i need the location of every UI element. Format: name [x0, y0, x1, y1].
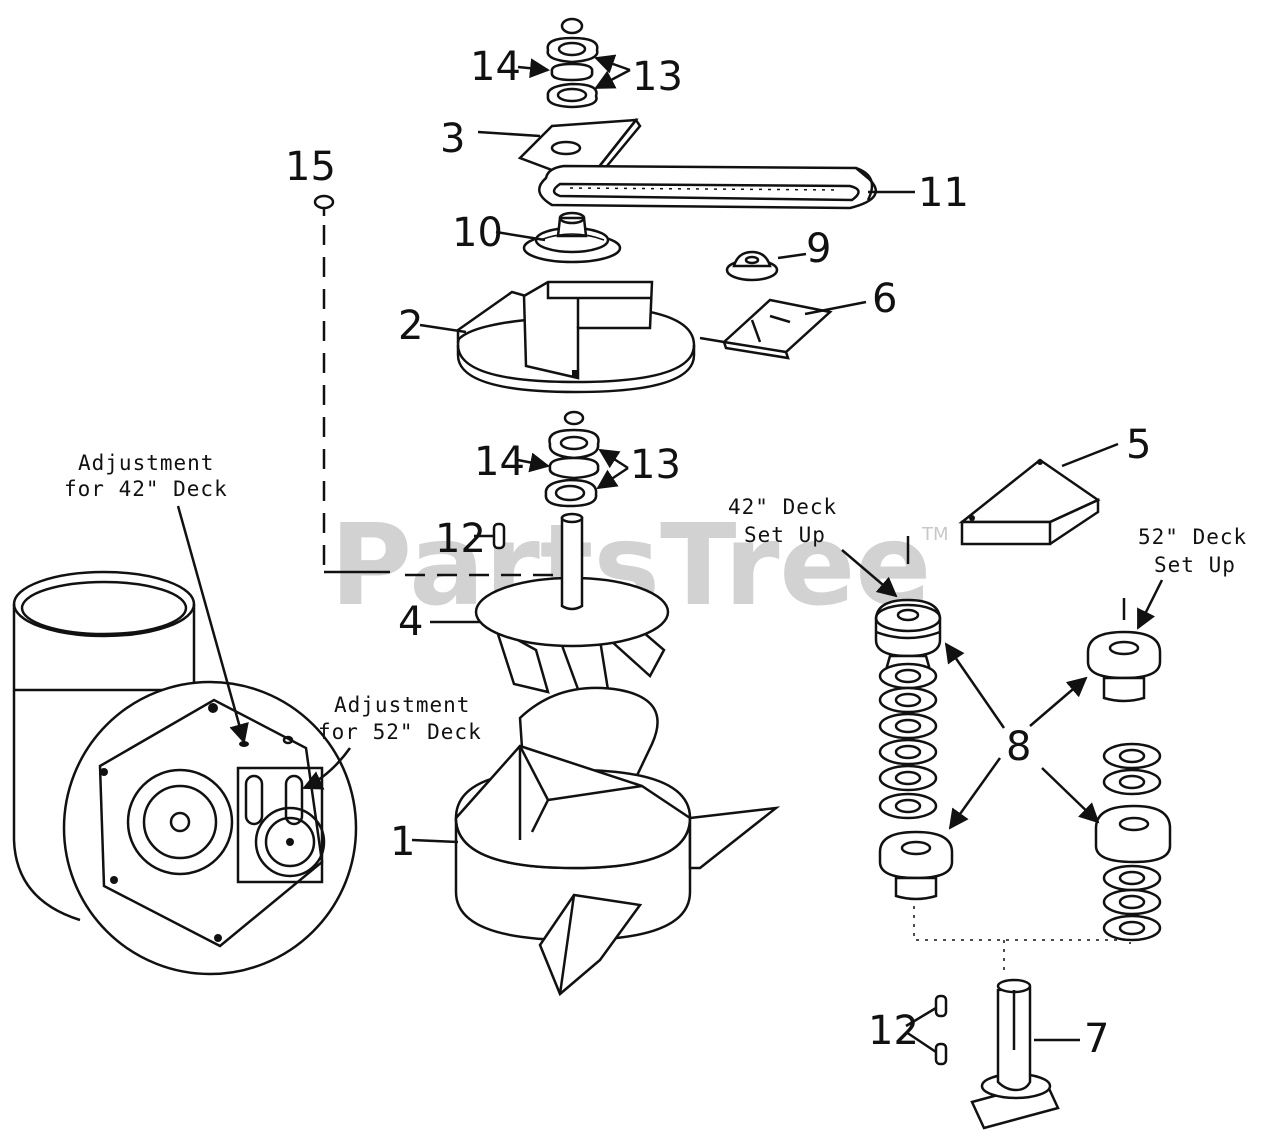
part-5-cover [958, 458, 1101, 546]
part-6-bracket [721, 298, 833, 360]
callout-setup52-line1: 52" Deck [1138, 525, 1247, 549]
part-15-bolt [313, 194, 335, 216]
callout-setup42-line1: 42" Deck [728, 495, 837, 519]
part-1-chute [454, 686, 781, 997]
part-label-12-lower: 12 [868, 1008, 919, 1054]
part-label-6: 6 [872, 276, 897, 322]
callout-setup52-line2: Set Up [1154, 553, 1236, 577]
part-label-2: 2 [398, 303, 423, 349]
part-label-14-top: 14 [470, 44, 521, 90]
setup-52-pulley-stack [1086, 630, 1172, 942]
part-9-idler [725, 250, 779, 282]
part-label-1: 1 [390, 819, 415, 865]
part-11-belt [538, 164, 878, 210]
top-nut-washer-stack [546, 17, 599, 109]
part-3-plate [517, 117, 642, 174]
part-label-11: 11 [918, 170, 969, 216]
part-label-12-upper: 12 [435, 516, 486, 562]
part-label-13-top: 13 [632, 54, 683, 100]
part-label-4: 4 [398, 599, 423, 645]
part-label-5: 5 [1126, 422, 1151, 468]
part-12-keys-lower [934, 994, 948, 1066]
watermark-trademark: TM [921, 524, 949, 545]
callout-adj42-line2: for 42" Deck [64, 477, 228, 501]
part-label-13-mid: 13 [630, 442, 681, 488]
part-label-9: 9 [806, 226, 831, 272]
callout-adj52-line1: Adjustment [334, 693, 470, 717]
callout-setup42-line2: Set Up [744, 523, 826, 547]
setup-42-pulley-stack [874, 598, 954, 901]
part-label-14-mid: 14 [474, 439, 525, 485]
callout-adj52-line2: for 52" Deck [318, 720, 482, 744]
part-4-impeller [474, 512, 670, 702]
part-10-pulley [522, 211, 622, 264]
part-2-housing [456, 280, 696, 394]
blower-housing-assembly [12, 570, 358, 976]
part-label-7: 7 [1084, 1016, 1109, 1062]
part-label-8: 8 [1006, 724, 1031, 770]
mid-nut-washer-stack [544, 410, 600, 508]
part-label-3: 3 [440, 116, 465, 162]
part-label-10: 10 [452, 210, 503, 256]
callout-adj42-line1: Adjustment [78, 451, 214, 475]
part-7-shaft [970, 978, 1060, 1130]
part-12-key-upper [492, 522, 506, 550]
part-label-15: 15 [285, 144, 336, 190]
